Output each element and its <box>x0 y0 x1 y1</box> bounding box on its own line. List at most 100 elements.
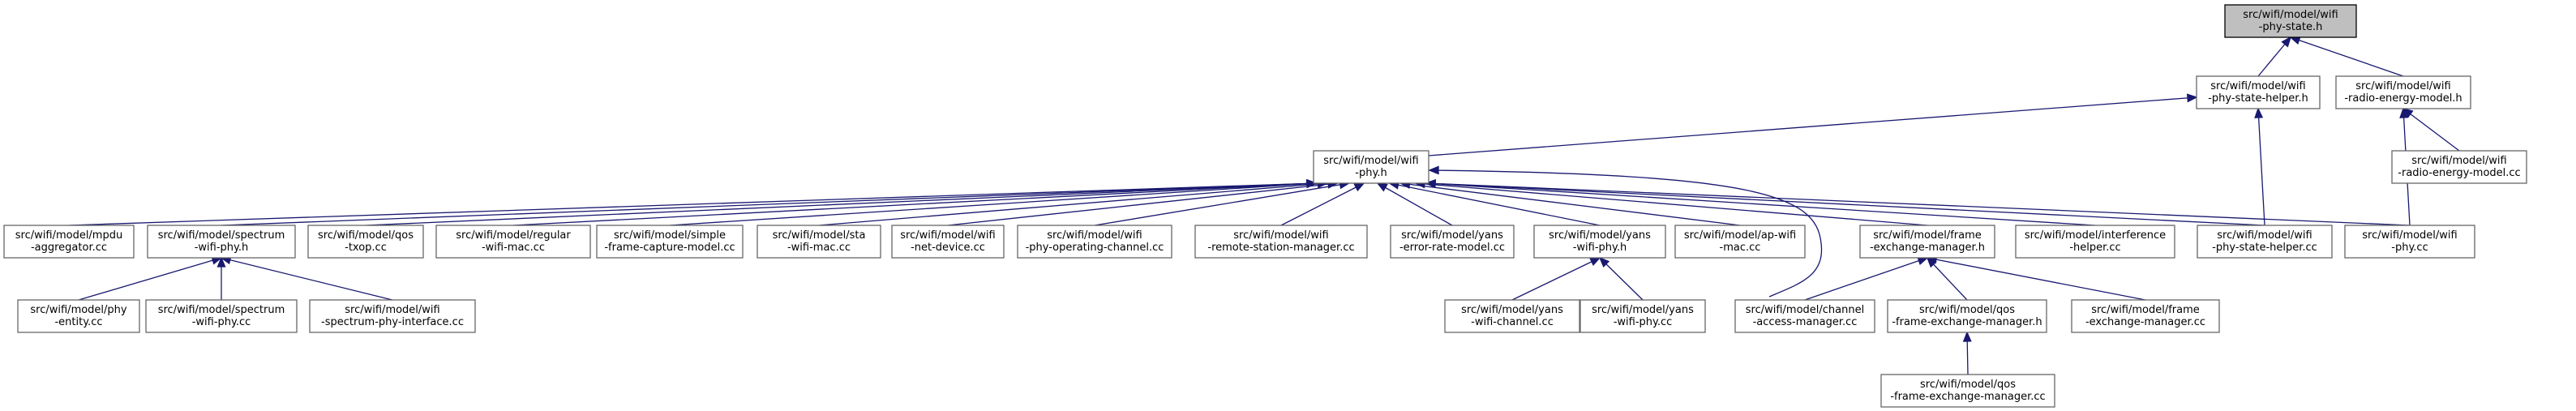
node-phy_h[interactable]: src/wifi/model/wifi-phy.h <box>1313 150 1429 184</box>
node-box <box>1880 374 2055 408</box>
node-label-line: -phy-operating-channel.cc <box>1026 242 1164 254</box>
node-simple[interactable]: src/wifi/model/simple-frame-capture-mode… <box>596 225 744 259</box>
edge-arrowhead <box>1353 182 1365 192</box>
node-root[interactable]: src/wifi/model/wifi-phy-state.h <box>2224 4 2357 38</box>
node-spif[interactable]: src/wifi/model/wifi-spectrum-phy-interfa… <box>309 299 476 333</box>
node-box <box>17 299 140 333</box>
edge-line <box>1425 182 2265 226</box>
node-label-line: src/wifi/model/frame <box>2091 304 2200 316</box>
node-label-line: -phy.h <box>1355 167 1387 179</box>
edge-yerr-to-phy_h <box>1376 182 1453 226</box>
node-box <box>435 225 591 259</box>
node-label-line: -error-rate-model.cc <box>1399 242 1505 254</box>
edge-line <box>2257 108 2265 226</box>
edge-line <box>1377 182 1453 226</box>
node-label-line: -radio-energy-model.cc <box>2398 167 2520 179</box>
edge-line <box>2290 36 2404 77</box>
node-layer: src/wifi/model/wifi-phy-state.hsrc/wifi/… <box>3 4 2527 408</box>
edge-phy_cc-to-phy_h <box>1425 179 2411 226</box>
node-box <box>757 225 881 259</box>
node-label-line: src/wifi/model/simple <box>614 229 726 242</box>
node-label-line: src/wifi/model/wifi <box>1233 229 1328 242</box>
node-label-line: -phy-state.h <box>2259 21 2323 33</box>
node-rem_h[interactable]: src/wifi/model/wifi-radio-energy-model.h <box>2335 75 2471 109</box>
node-label-line: src/wifi/model/wifi <box>2411 155 2506 167</box>
node-yphy_cc[interactable]: src/wifi/model/yans-wifi-phy.cc <box>1579 299 1706 333</box>
node-mpdu[interactable]: src/wifi/model/mpdu-aggregator.cc <box>3 225 135 259</box>
edge-cam-to-phy_h <box>1428 165 1823 298</box>
node-label-line: -wifi-mac.cc <box>482 242 545 254</box>
edge-phy_h-to-psh_h <box>1428 93 2198 156</box>
edge-mpdu-to-phy_h <box>68 178 1318 226</box>
edge-line <box>1094 182 1349 226</box>
node-fem_h[interactable]: src/wifi/model/frame-exchange-manager.h <box>1859 225 1995 259</box>
edge-rem_h-to-root <box>2289 36 2404 77</box>
node-fem_cc[interactable]: src/wifi/model/frame-exchange-manager.cc <box>2071 299 2220 333</box>
node-label-line: -exchange-manager.h <box>1870 242 1985 254</box>
node-regular[interactable]: src/wifi/model/regular-wifi-mac.cc <box>435 225 591 259</box>
node-box <box>2335 75 2471 109</box>
edge-fem_cc-to-fem_h <box>1926 255 2146 301</box>
node-phy_cc[interactable]: src/wifi/model/wifi-phy.cc <box>2344 225 2475 259</box>
edge-apmac-to-phy_h <box>1399 180 1741 226</box>
node-sta[interactable]: src/wifi/model/sta-wifi-mac.cc <box>757 225 881 259</box>
edge-line <box>1425 182 2096 226</box>
edge-line <box>1415 182 1928 226</box>
node-rsm[interactable]: src/wifi/model/wifi-remote-station-manag… <box>1194 225 1368 259</box>
edge-line <box>1425 182 2411 226</box>
node-rem_cc[interactable]: src/wifi/model/wifi-radio-energy-model.c… <box>2391 150 2527 184</box>
node-apmac[interactable]: src/wifi/model/ap-wifi-mac.cc <box>1674 225 1806 259</box>
node-label-line: -phy.cc <box>2391 242 2428 254</box>
node-label-line: -wifi-mac.cc <box>787 242 851 254</box>
node-label-line: src/wifi/model/ap-wifi <box>1684 229 1796 242</box>
node-label-line: -wifi-phy.cc <box>192 316 251 328</box>
edge-arrowhead <box>2186 93 2198 103</box>
edge-arrowhead <box>2399 107 2409 118</box>
node-spec_cc[interactable]: src/wifi/model/spectrum-wifi-phy.cc <box>145 299 298 333</box>
node-label-line: src/wifi/model/wifi <box>1323 155 1418 167</box>
node-yerr[interactable]: src/wifi/model/yans-error-rate-model.cc <box>1390 225 1515 259</box>
node-cam[interactable]: src/wifi/model/channel-access-manager.cc <box>1734 299 1875 333</box>
edge-layer <box>68 36 2460 375</box>
node-label-line: -radio-energy-model.h <box>2344 92 2462 105</box>
node-label-line: src/wifi/model/spectrum <box>158 304 285 316</box>
node-label-line: src/wifi/model/wifi <box>900 229 995 242</box>
edge-qfem_cc-to-qfem_h <box>1962 331 1972 375</box>
node-label-line: -remote-station-manager.cc <box>1207 242 1354 254</box>
node-spec_h[interactable]: src/wifi/model/spectrum-wifi-phy.h <box>147 225 296 259</box>
node-box <box>1533 225 1666 259</box>
edge-line <box>221 257 393 301</box>
node-netdev[interactable]: src/wifi/model/wifi-net-device.cc <box>891 225 1005 259</box>
node-phyent[interactable]: src/wifi/model/phy-entity.cc <box>17 299 140 333</box>
node-box <box>2391 150 2527 184</box>
edge-arrowhead <box>216 256 226 268</box>
node-qfem_cc[interactable]: src/wifi/model/qos-frame-exchange-manage… <box>1880 374 2055 408</box>
edge-rem_cc-to-rem_h <box>2402 107 2460 152</box>
node-yphy_h[interactable]: src/wifi/model/yans-wifi-phy.h <box>1533 225 1666 259</box>
node-opchan[interactable]: src/wifi/model/wifi-phy-operating-channe… <box>1017 225 1172 259</box>
edge-line <box>1927 257 2146 301</box>
node-box <box>1734 299 1875 333</box>
edge-psh_cc-to-psh_h <box>2254 107 2265 226</box>
node-box <box>145 299 298 333</box>
edge-line <box>365 182 1317 226</box>
node-label-line: -wifi-channel.cc <box>1471 316 1554 328</box>
edge-line <box>1511 257 1601 301</box>
edge-line <box>221 182 1317 226</box>
node-qfem_h[interactable]: src/wifi/model/qos-frame-exchange-manage… <box>1887 299 2047 333</box>
edge-arrowhead <box>1428 165 1439 175</box>
edge-phyent-to-spec_h <box>78 256 223 301</box>
node-label-line: -entity.cc <box>54 316 102 328</box>
node-box <box>1859 225 1995 259</box>
edge-line <box>669 182 1317 226</box>
node-label-line: src/wifi/model/wifi <box>2355 80 2450 92</box>
node-qos_txop[interactable]: src/wifi/model/qos-txop.cc <box>307 225 424 259</box>
edge-interf-to-phy_h <box>1425 179 2096 226</box>
node-label-line: src/wifi/model/yans <box>1401 229 1503 242</box>
node-interf[interactable]: src/wifi/model/interference-helper.cc <box>2015 225 2175 259</box>
node-ychan[interactable]: src/wifi/model/yans-wifi-channel.cc <box>1444 299 1580 333</box>
node-box <box>2071 299 2220 333</box>
node-box <box>1390 225 1515 259</box>
node-psh_h[interactable]: src/wifi/model/wifi-phy-state-helper.h <box>2196 75 2321 109</box>
node-psh_cc[interactable]: src/wifi/model/wifi-phy-state-helper.cc <box>2197 225 2333 259</box>
